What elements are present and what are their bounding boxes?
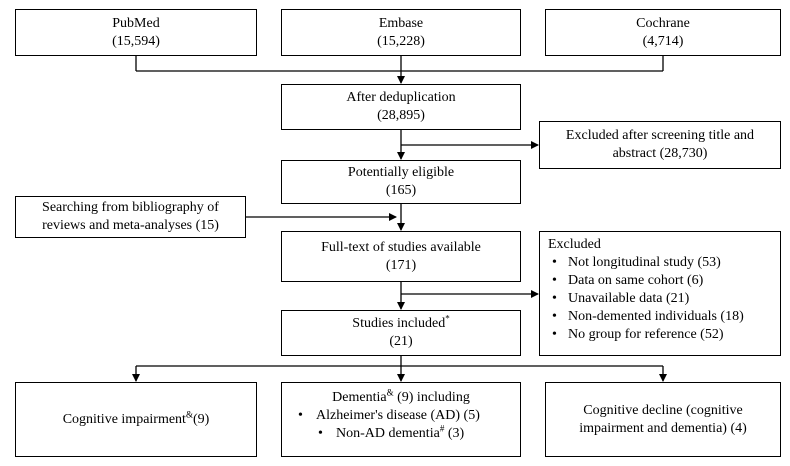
dedup-count: (28,895)	[377, 108, 425, 123]
dementia-ad-label: Alzheimer's disease (AD) (5)	[316, 408, 480, 423]
cognitive-impairment-line: Cognitive impairment&(9)	[62, 408, 210, 429]
pubmed-count: (15,594)	[112, 33, 160, 49]
excluded-box: Excluded Not longitudinal study (53) Dat…	[539, 231, 781, 356]
dementia-non-ad-item: • Non-AD dementia# (3)	[288, 423, 514, 443]
bibliography-line2: reviews and meta-analyses (15)	[42, 218, 219, 233]
embase-label: Embase	[378, 15, 424, 31]
cognitive-impairment-box: Cognitive impairment&(9)	[15, 382, 257, 457]
cognitive-impairment-count: (9)	[192, 411, 210, 427]
bullet-icon: •	[318, 426, 323, 441]
embase-count: (15,228)	[377, 33, 425, 49]
bibliography-box: Searching from bibliography of reviews a…	[15, 196, 246, 238]
dementia-suffix: (9) including	[393, 390, 470, 405]
dementia-non-ad-label: Non-AD dementia	[336, 426, 440, 441]
eligible-count: (165)	[385, 183, 417, 198]
excluded-title: Excluded	[548, 237, 601, 252]
excluded-screening-line1: Excluded after screening title and	[565, 128, 755, 143]
eligible-box: Potentially eligible (165)	[281, 160, 521, 204]
dementia-non-ad-sup: #	[439, 423, 445, 434]
dedup-box: After deduplication (28,895)	[281, 84, 521, 130]
cognitive-impairment-sup: &	[185, 408, 193, 419]
cognitive-decline-line2: impairment and dementia) (4)	[579, 420, 747, 436]
excluded-list: Not longitudinal study (53) Data on same…	[548, 254, 772, 344]
bibliography-line1: Searching from bibliography of	[42, 200, 219, 215]
cognitive-decline-line1: Cognitive decline (cognitive	[583, 402, 743, 418]
cognitive-decline-box: Cognitive decline (cognitive impairment …	[545, 382, 781, 457]
dementia-ad-item: • Alzheimer's disease (AD) (5)	[288, 407, 514, 425]
dementia-non-ad-count: (3)	[444, 426, 465, 441]
dementia-line: Dementia& (9) including	[288, 387, 514, 407]
pubmed-label: PubMed	[112, 15, 160, 31]
excluded-item: Non-demented individuals (18)	[548, 308, 772, 326]
excluded-screening-line2: abstract (28,730)	[612, 146, 708, 161]
excluded-item: No group for reference (52)	[548, 326, 772, 344]
excluded-item: Not longitudinal study (53)	[548, 254, 772, 272]
pubmed-box: PubMed (15,594)	[15, 9, 257, 56]
cochrane-label: Cochrane	[636, 15, 690, 31]
excluded-item: Unavailable data (21)	[548, 290, 772, 308]
dementia-box: Dementia& (9) including • Alzheimer's dis…	[281, 382, 521, 457]
eligible-title: Potentially eligible	[347, 165, 455, 180]
fulltext-count: (171)	[385, 257, 417, 273]
included-title: Studies included	[352, 316, 446, 331]
included-mark: *	[445, 313, 450, 324]
excluded-item: Data on same cohort (6)	[548, 272, 772, 290]
included-count: (21)	[389, 334, 413, 349]
included-box: Studies included* (21)	[281, 310, 521, 356]
cochrane-box: Cochrane (4,714)	[545, 9, 781, 56]
cochrane-count: (4,714)	[642, 33, 684, 49]
embase-box: Embase (15,228)	[281, 9, 521, 56]
fulltext-box: Full-text of studies available (171)	[281, 231, 521, 282]
bullet-icon: •	[298, 408, 303, 423]
dementia-label: Dementia	[332, 390, 387, 405]
dementia-sup: &	[386, 387, 394, 398]
fulltext-title: Full-text of studies available	[321, 239, 481, 255]
dedup-title: After deduplication	[346, 90, 456, 105]
cognitive-impairment-label: Cognitive impairment	[62, 411, 186, 427]
included-title-line: Studies included*	[352, 313, 450, 333]
excluded-screening-box: Excluded after screening title and abstr…	[539, 121, 781, 169]
